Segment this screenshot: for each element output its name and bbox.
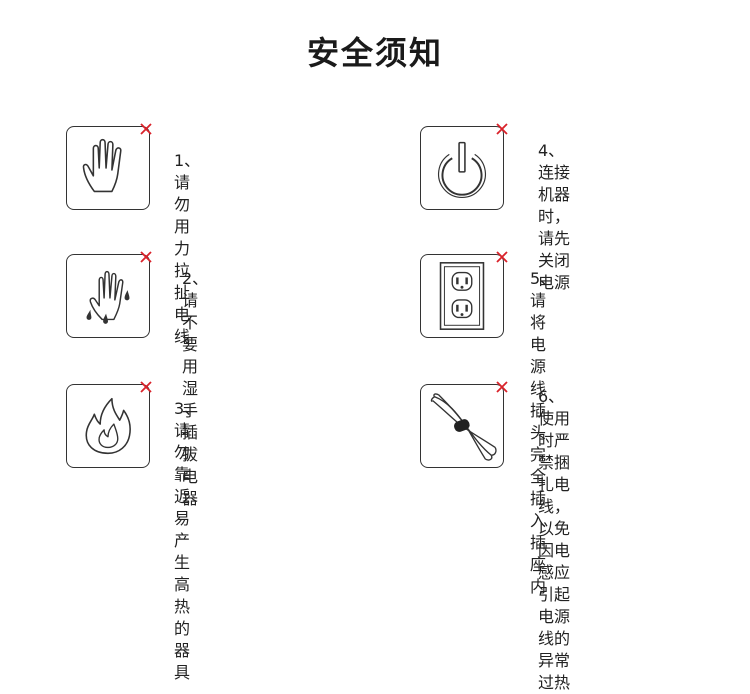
prohibited-x-icon (496, 378, 508, 393)
prohibited-x-icon (496, 248, 508, 263)
prohibited-x-icon (140, 378, 152, 393)
hand-icon (66, 126, 150, 210)
item-text: 2、请不要用湿手插拔 电器 (182, 269, 209, 508)
prohibited-x-icon (140, 248, 152, 263)
wet-hand-icon (66, 254, 150, 338)
item-text: 1、请勿用力拉扯电线 (174, 151, 201, 346)
fire-icon (66, 384, 150, 468)
page-title: 安全须知 (306, 34, 443, 72)
prohibited-x-icon (140, 120, 152, 135)
coiled-cable-icon (420, 384, 504, 468)
power-icon (420, 126, 504, 210)
item-text: 3、请勿靠近易产生 高热的器具 (174, 399, 201, 682)
prohibited-x-icon (496, 120, 508, 135)
item-text: 4、连接机器时，请先 关闭电源 (538, 141, 571, 292)
item-text: 6、使用时严禁捆扎电 线，以免因电感应引起 电源线的异常过热 (538, 387, 571, 692)
outlet-icon (420, 254, 504, 338)
